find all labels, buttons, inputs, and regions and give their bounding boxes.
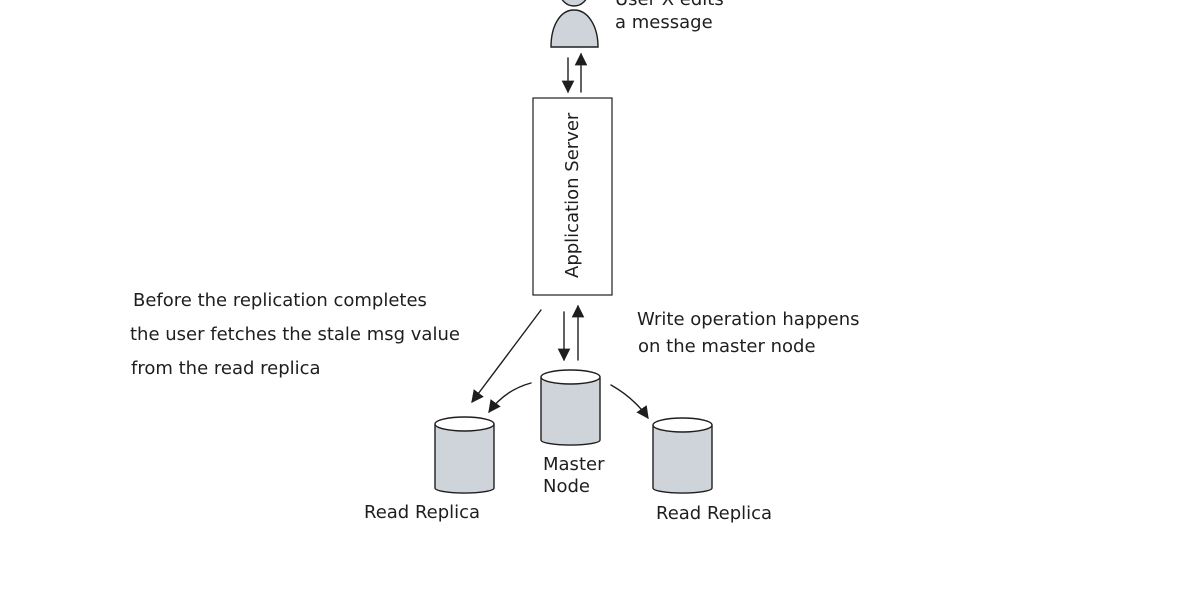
application-server-box: [532, 97, 613, 296]
read-replica-left-label: Read Replica: [364, 502, 480, 523]
master-node-line1: Master: [543, 454, 605, 475]
left-note-line2: the user fetches the stale msg value: [130, 324, 460, 345]
left-note-line1: Before the replication completes: [133, 290, 427, 311]
replication-arrow-left: [488, 382, 532, 414]
read-replica-left-database-icon: [434, 416, 495, 494]
left-note-line3: from the read replica: [131, 358, 321, 379]
master-node-line2: Node: [543, 476, 590, 497]
user-note-line2: a message: [615, 12, 713, 33]
replication-arrow-right: [610, 384, 649, 420]
read-replica-right-label: Read Replica: [656, 503, 772, 524]
read-replica-right-database-icon: [652, 417, 713, 494]
application-server-label: Application Server: [562, 112, 583, 278]
right-note-line1: Write operation happens: [637, 309, 860, 330]
stale-read-arrow: [471, 309, 542, 404]
user-icon: [550, 0, 599, 48]
right-note-line2: on the master node: [638, 336, 816, 357]
user-note-line1: User X edits: [615, 0, 724, 10]
master-node-database-icon: [540, 369, 601, 446]
